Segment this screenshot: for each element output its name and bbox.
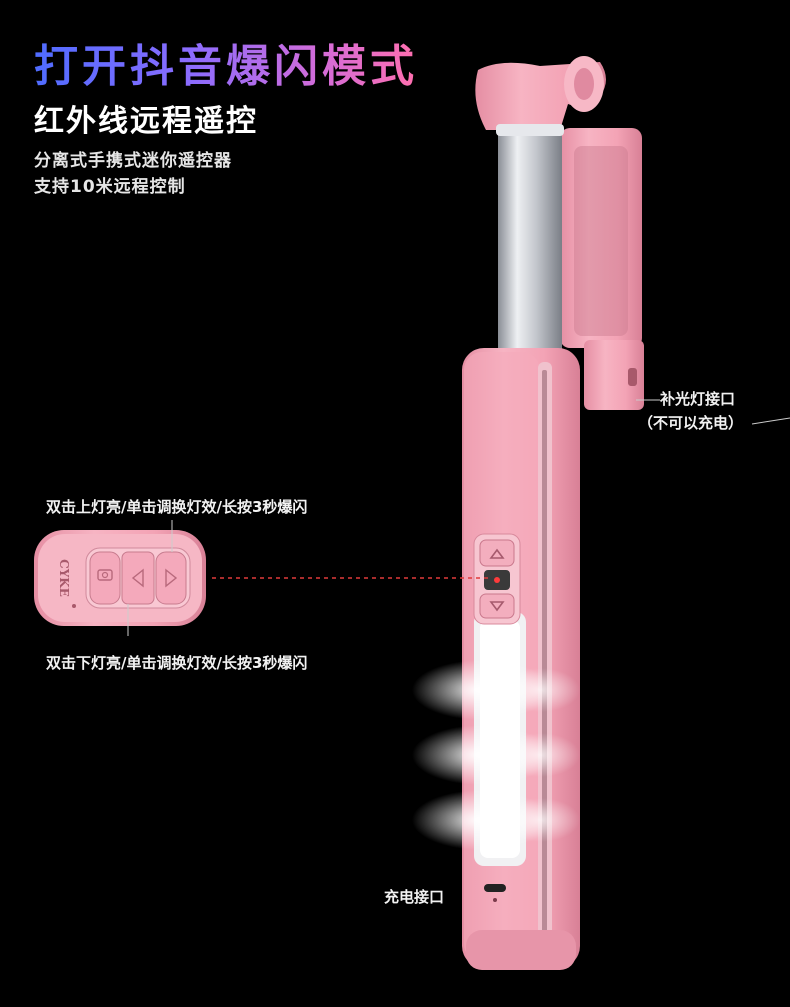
remote-control: CYKE [34, 520, 206, 636]
page-title: 打开抖音爆闪模式 [34, 30, 418, 94]
remote-brand: CYKE [57, 559, 71, 597]
down-button-hint: 双击下灯亮/单击调换灯效/长按3秒爆闪 [46, 654, 308, 672]
telescopic-tube [498, 128, 562, 360]
phone-clamp [475, 56, 644, 410]
description-line-1: 分离式手携式迷你遥控器 [34, 151, 232, 171]
fill-light-port-label: 补光灯接口 [660, 390, 736, 408]
handle-body [462, 348, 580, 970]
charge-port-label: 充电接口 [384, 888, 445, 906]
page-subtitle: 红外线远程遥控 [34, 104, 258, 139]
up-button-hint: 双击上灯亮/单击调换灯效/长按3秒爆闪 [46, 498, 308, 516]
handle-buttons [473, 533, 521, 625]
led-glows [412, 660, 580, 850]
description-line-2: 支持10米远程控制 [34, 177, 186, 197]
fill-light-note: （不可以充电） [638, 414, 744, 432]
